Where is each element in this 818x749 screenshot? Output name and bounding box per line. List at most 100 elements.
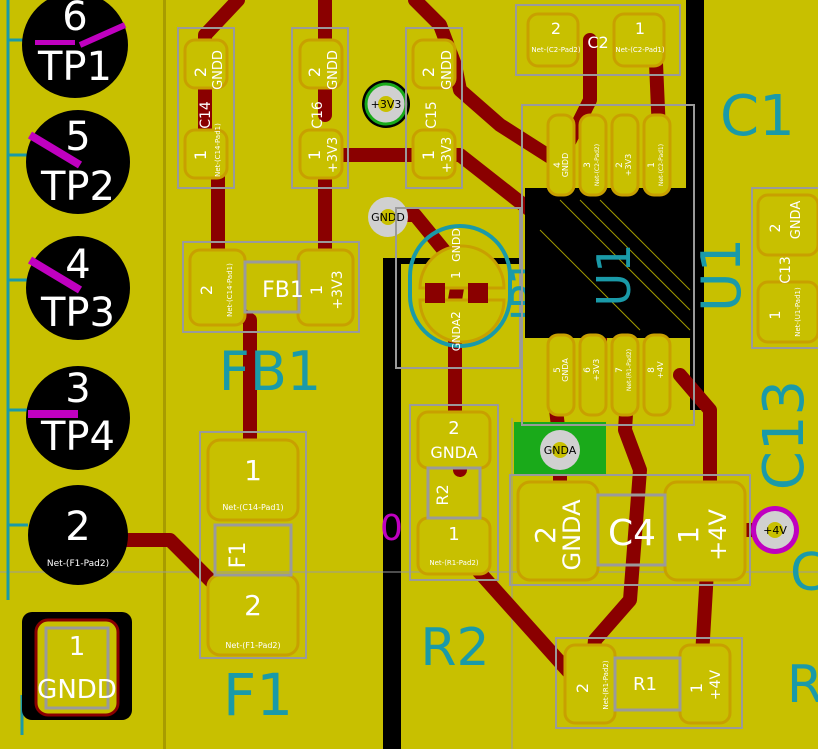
gndd-pad[interactable]: 1 GNDD [22,612,132,720]
component-ref: R2 [433,484,452,505]
pin-number: 3 [583,162,593,168]
via-gndd[interactable]: GNDD [368,197,408,237]
pin-number: 5 [65,114,90,160]
component-c4[interactable]: 2 GNDA 1 +4V C4 [509,474,751,586]
pad-number: 2 [191,67,210,77]
pad-number: 1 [768,311,784,320]
component-ref: C16 [310,101,326,129]
component-ref: U1 [587,244,641,307]
via-net: +3V3 [371,98,402,111]
via-net: GNDD [371,211,405,224]
net-label: Net-(F1-Pad2) [47,559,109,569]
clearance-strip [383,258,401,749]
silk-ref: C13 [752,380,817,490]
testpoint-label: TP1 [37,44,112,90]
testpoint-tp4[interactable]: 3 TP4 [26,366,130,470]
silk-label-0: 0 [380,508,403,549]
component-u1[interactable]: 4 GNDD 3 Net-(C2-Pad2) 2 +3V3 1 Net-(C2-… [521,104,753,426]
via-net: +4V [763,524,787,537]
testpoint-label: TP2 [40,164,115,210]
component-ref: C13 [778,256,794,284]
pin-number: 8 [647,367,657,373]
pad-net: +3V3 [326,137,341,173]
component-ref: R1 [633,674,657,695]
pad-net: +4V [704,509,732,561]
pad-net: GNDD [440,50,455,90]
component-c14[interactable]: 2 GNDD 1 Net-(C14-Pad1) C14 [177,27,235,189]
pad-net: Net-(C2-Pad1) [615,46,665,54]
pin-net: Net-(C2-Pad1) [658,144,665,186]
pad-number: 2 [448,418,459,439]
pad-number: 1 [449,271,463,279]
pad-number: 1 [307,285,326,295]
pad-number: 1 [419,150,438,160]
component-ref: C2 [587,33,608,52]
pin-net: Net-(C2-Pad2) [594,144,601,186]
pad-number: 2 [449,311,463,319]
pad-number: 2 [197,285,216,295]
pin-net: +3V3 [592,359,601,381]
left-pour [0,0,20,600]
pad-net: GNDA [450,318,463,351]
component-ref: FB1 [262,278,304,303]
pin-net: +4V [656,361,665,379]
pad-net: GNDA [789,201,804,240]
via-4v[interactable]: +4V [751,506,799,554]
net-label: GNDD [37,675,117,705]
pad-number: 2 [419,67,438,77]
silk-label-c: C [790,543,818,603]
testpoint-f1-pad2[interactable]: 2 Net-(F1-Pad2) [28,485,128,585]
edge-connector [6,0,28,735]
pad-net: GNDA [558,499,586,571]
silk-label-c1: C1 [720,84,795,149]
component-fb1[interactable]: 2 Net-(C14-Pad1) 1 +3V3 FB1 FB1 [182,241,360,403]
pad-net: GNDD [450,228,463,262]
pad-number: 1 [448,524,459,545]
pad-number: 1 [687,683,706,693]
pin-number: 2 [65,504,90,550]
testpoint-tp1[interactable]: 6 TP1 [22,0,128,98]
pad-net: Net-(U1-Pad1) [794,287,802,337]
component-ref: F1 [226,542,251,569]
via-3v3[interactable]: +3V3 [362,80,410,128]
silk-ref: F1 [223,661,293,729]
pad-net: Net-(C14-Pad1) [214,123,222,177]
pad-net: Net-(C2-Pad2) [531,46,581,54]
testpoint-label: TP3 [40,290,115,336]
pad-number: 1 [305,150,324,160]
pin-number: 5 [553,367,563,373]
pad-net: Net-(C14-Pad1) [226,263,234,317]
pin-number: 1 [647,162,657,168]
testpoint-tp2[interactable]: 5 TP2 [26,110,130,214]
pad-number: 2 [551,19,561,38]
pin-number: 4 [65,242,90,288]
testpoint-label: TP4 [40,414,115,460]
pad-net: GNDA [430,443,477,462]
component-c2[interactable]: 2 Net-(C2-Pad2) 1 Net-(C2-Pad1) C2 [515,4,681,76]
pad-number: 2 [244,589,262,622]
pour-edge [163,0,166,749]
pad-number: 2 [573,683,592,693]
component-ref: C14 [198,101,214,129]
component-c15[interactable]: 2 GNDD 1 +3V3 C15 [405,27,463,189]
pad-number: 2 [305,67,324,77]
pad-number: 1 [672,526,705,544]
pin-number: 6 [62,0,87,40]
pin-number: 1 [69,632,86,662]
pin-number: 3 [65,366,90,412]
component-r2[interactable]: 2 GNDA 1 Net-(R1-Pad2) R2 R2 [409,404,499,678]
pin-net: +3V3 [624,154,633,176]
pad-net: +4V [708,669,724,700]
pad-net: GNDD [211,50,226,90]
silk-ref: R [787,655,818,715]
pad-net: Net-(R1-Pad2) [602,660,610,709]
via-gnda[interactable]: GNDA [514,422,606,476]
pin-net: GNDD [561,153,570,178]
component-c13[interactable]: 2 GNDA 1 Net-(U1-Pad1) C13 C13 [751,187,818,490]
component-c16[interactable]: 2 GNDD 1 +3V3 C16 [291,27,349,189]
pad-net: Net-(R1-Pad2) [429,559,478,567]
component-r1[interactable]: 2 Net-(R1-Pad2) 1 +4V R1 R [555,637,818,729]
component-f1[interactable]: 1 Net-(C14-Pad1) 2 Net-(F1-Pad2) F1 F1 [199,431,307,729]
testpoint-tp3[interactable]: 4 TP3 [26,236,130,340]
